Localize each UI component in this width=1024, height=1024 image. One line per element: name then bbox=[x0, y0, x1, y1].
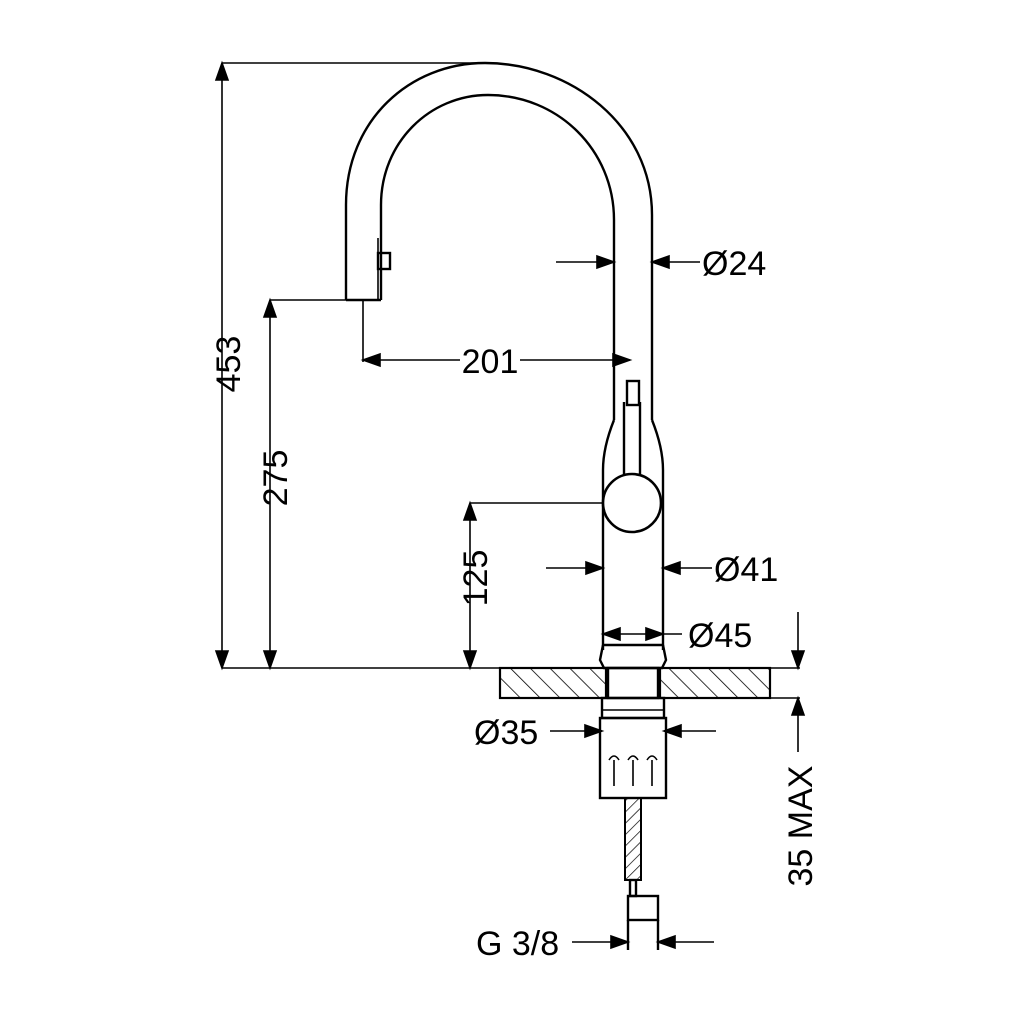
dim-lever-height: 125 bbox=[457, 550, 495, 607]
lever-handle bbox=[601, 472, 663, 534]
faucet-body bbox=[601, 419, 665, 650]
dim-base-diameter: Ø45 bbox=[688, 617, 752, 655]
countertop-section bbox=[222, 666, 800, 700]
hose-nut bbox=[626, 894, 660, 922]
spout-outer-edge bbox=[344, 61, 654, 385]
mounting-assembly bbox=[598, 666, 668, 950]
dim-shank-diameter: Ø35 bbox=[474, 714, 538, 752]
dimension-lines bbox=[214, 60, 806, 950]
dim-body-diameter: Ø41 bbox=[714, 551, 778, 589]
faucet-outline bbox=[344, 61, 668, 670]
shank-through-deck bbox=[606, 666, 660, 700]
spout-inner-edge bbox=[379, 93, 616, 385]
hose-ferrule bbox=[628, 878, 638, 898]
dim-spout-tube-diameter: Ø24 bbox=[702, 245, 766, 283]
braided-hose bbox=[624, 797, 642, 881]
nut-grooves bbox=[608, 755, 658, 786]
dim-connection-thread: G 3/8 bbox=[476, 925, 559, 963]
dim-spout-height: 275 bbox=[257, 450, 295, 507]
base-flare bbox=[598, 644, 668, 670]
hose-connector bbox=[625, 379, 641, 407]
spout-neck bbox=[612, 385, 654, 420]
dim-total-height: 453 bbox=[210, 336, 248, 393]
mounting-washer bbox=[600, 696, 666, 720]
dim-spout-reach: 201 bbox=[462, 343, 519, 381]
dim-max-deck-thickness: 35 MAX bbox=[782, 766, 820, 887]
